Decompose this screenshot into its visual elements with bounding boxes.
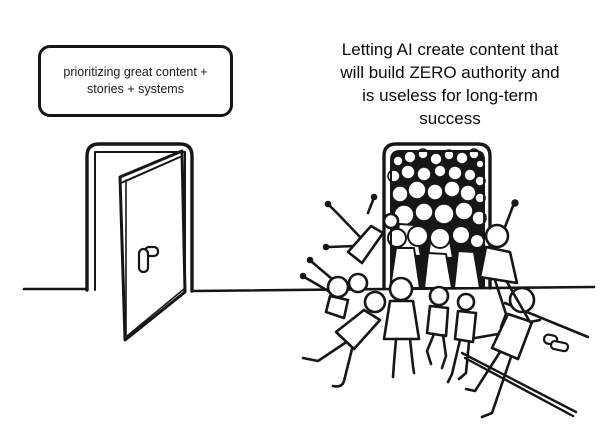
- left-door-handle-icon: [137, 245, 160, 274]
- caption-line: will build ZERO authority and: [340, 63, 560, 82]
- door-sign: prioritizing great content + stories + s…: [38, 45, 233, 117]
- caption-line: success: [419, 109, 481, 128]
- ground-line: [22, 285, 596, 293]
- right-doorway: [382, 142, 492, 290]
- crowd-figure: [446, 292, 505, 384]
- crowd-figure: [478, 199, 542, 329]
- left-door-panel: [118, 149, 187, 342]
- sign-line: stories + systems: [87, 82, 184, 96]
- fallen-door-handle-icon: [542, 333, 570, 353]
- crowd-figure: [464, 286, 536, 419]
- crowd-figures: [299, 193, 542, 419]
- crowd-figure: [299, 256, 369, 320]
- caption-text: Letting AI create content that will buil…: [308, 38, 592, 130]
- crowd-inside-doorway: [387, 148, 487, 289]
- caption-line: is useless for long-term: [362, 86, 538, 105]
- crowd-figure: [382, 276, 421, 379]
- crowd-figure: [322, 193, 400, 265]
- right-doorway-frame: [382, 142, 492, 290]
- left-door: [85, 142, 194, 342]
- crowd-figure: [301, 290, 387, 388]
- sign-line: prioritizing great content +: [63, 65, 208, 79]
- caption-line: Letting AI create content that: [341, 40, 559, 59]
- crowd-figure: [425, 285, 450, 370]
